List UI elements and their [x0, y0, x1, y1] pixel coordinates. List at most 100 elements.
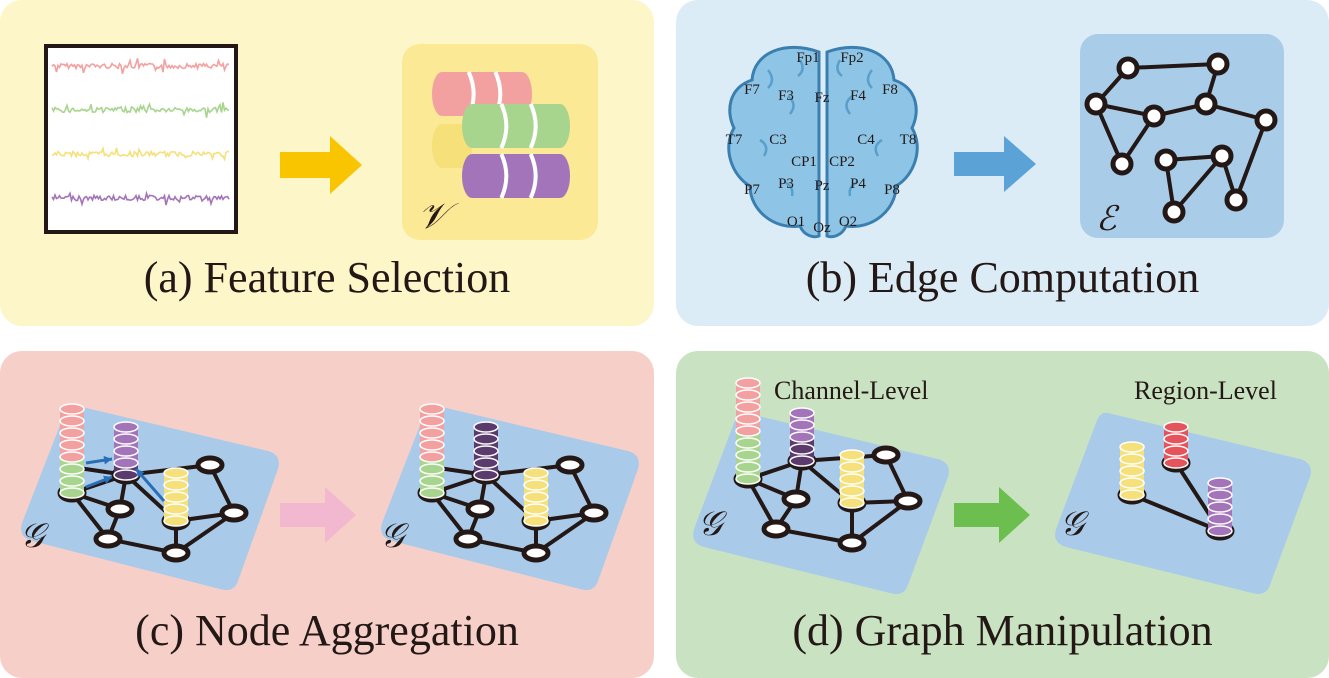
region-level-graph: [1117, 421, 1235, 541]
electrode-label: P7: [744, 182, 760, 198]
graph-node: [1162, 200, 1186, 224]
region-stack: [1163, 421, 1189, 469]
graph-node: [195, 455, 225, 475]
feature-stack: [473, 421, 499, 481]
feature-selection-illustration: 𝒱: [44, 44, 598, 240]
graph-symbol: 𝒢: [380, 516, 409, 556]
feature-stack: [419, 403, 445, 499]
electrode-label: O2: [839, 214, 857, 230]
graph-node: [871, 445, 901, 465]
electrode-label: T7: [726, 132, 743, 148]
electrode-label: P4: [850, 176, 866, 192]
electrode-label: P8: [884, 182, 900, 198]
eeg-trace: [51, 190, 230, 207]
caption-edge-computation: (b) Edge Computation: [805, 253, 1200, 302]
feature-cylinder: [462, 153, 570, 199]
graph-node: [1206, 52, 1230, 76]
electrode-label: C3: [769, 132, 787, 148]
feature-cylinder: [462, 103, 570, 149]
feature-stack: [735, 377, 761, 485]
graph-after-aggregation: [417, 403, 609, 563]
graph-plane-right: [1055, 412, 1311, 594]
electrode-label: Fp2: [840, 50, 863, 66]
graph-node: [1116, 56, 1140, 80]
graph-node: [1110, 152, 1134, 176]
graph-edge: [1127, 62, 1219, 70]
electrode-label: Pz: [815, 178, 830, 194]
electrode-label: O1: [787, 214, 805, 230]
feature-stack: [59, 403, 85, 499]
graph-node: [1154, 148, 1178, 172]
electrode-label: F8: [882, 82, 898, 98]
graph-manipulation-illustration: Channel-Level Region-Level 𝒢 𝒢: [693, 376, 1311, 594]
graph-edge: [1131, 493, 1221, 533]
electrode-label: F3: [778, 88, 794, 104]
eeg-signal-box: [44, 44, 238, 234]
caption-node-aggregation: (c) Node Aggregation: [135, 606, 519, 655]
feature-stack: [163, 467, 189, 527]
electrode-label: P3: [778, 176, 794, 192]
region-stack: [1207, 477, 1233, 537]
graph-edge: [1234, 119, 1268, 201]
graph-node: [521, 543, 551, 563]
arrow-head-icon: [136, 469, 145, 478]
graph-edge: [1172, 154, 1224, 214]
feature-stack: [523, 467, 549, 527]
node-aggregation-illustration: 𝒢 𝒢: [20, 403, 639, 590]
electrode-label: Fp1: [796, 50, 819, 66]
graph-node: [219, 503, 249, 523]
electrode-label: Fz: [815, 90, 830, 106]
graph-node: [93, 529, 123, 549]
right-arrow-icon: [954, 136, 1036, 192]
graph-node: [837, 533, 867, 553]
region-stack: [1119, 441, 1145, 501]
graph-node: [555, 455, 585, 475]
graph-node: [893, 491, 923, 511]
channel-level-graph: [733, 377, 923, 553]
graph-node: [105, 499, 135, 519]
electrode-label: CP1: [791, 154, 817, 170]
feature-stack: [113, 421, 139, 481]
electrode-label: T8: [900, 132, 917, 148]
channel-level-label: Channel-Level: [774, 376, 929, 405]
graph-node: [1224, 188, 1248, 212]
right-arrow-icon: [280, 136, 362, 194]
brain-icon: [727, 45, 919, 239]
graph-node: [1254, 108, 1278, 132]
arrow-head-icon: [103, 475, 112, 484]
graph-before-aggregation: [57, 403, 249, 563]
panel-node-aggregation: 𝒢 𝒢 (c) Node Aggregation: [0, 351, 654, 678]
graph-node: [465, 499, 495, 519]
feature-cylinders: [432, 71, 570, 199]
eeg-traces: [51, 57, 230, 207]
eeg-trace: [51, 102, 229, 118]
electrode-label: C4: [857, 132, 875, 148]
graph-node: [453, 529, 483, 549]
graph-node: [579, 503, 609, 523]
eeg-trace: [51, 57, 230, 74]
graph-symbol: 𝒢: [1060, 504, 1089, 544]
graph-node: [161, 543, 191, 563]
arrow-head-icon: [103, 455, 112, 465]
electrode-label: F7: [744, 82, 760, 98]
graph-node: [1084, 92, 1108, 116]
caption-graph-manipulation: (d) Graph Manipulation: [792, 606, 1213, 655]
graph-node: [1194, 92, 1218, 116]
graph-node: [761, 519, 791, 539]
graph-node: [1142, 104, 1166, 128]
electrode-label: Oz: [813, 220, 831, 236]
right-arrow-icon: [280, 487, 356, 543]
graph-symbol: 𝒢: [20, 516, 49, 556]
region-level-label: Region-Level: [1134, 376, 1277, 405]
feature-stack: [789, 407, 815, 467]
electrode-label: F4: [850, 88, 866, 104]
caption-feature-selection: (a) Feature Selection: [143, 253, 511, 302]
graph-node: [1210, 144, 1234, 168]
electrode-label: CP2: [829, 154, 855, 170]
edge-set-symbol: ℰ: [1096, 199, 1120, 239]
right-arrow-icon: [954, 487, 1030, 543]
panel-graph-manipulation: Channel-Level Region-Level 𝒢 𝒢 (d) Graph…: [676, 351, 1329, 678]
